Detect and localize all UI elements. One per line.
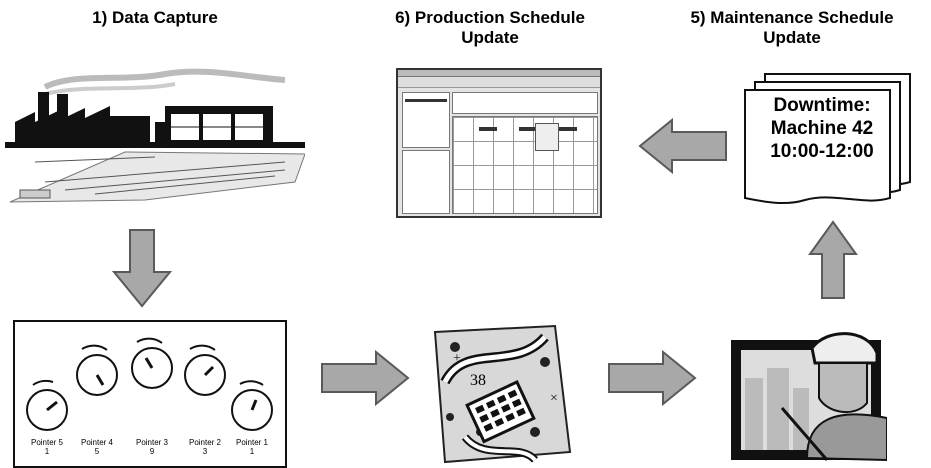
calculator-number: 38	[470, 372, 486, 389]
arrow-right-1	[320, 350, 410, 406]
svg-text:×: ×	[550, 391, 558, 406]
step1-title: 1) Data Capture	[92, 8, 218, 27]
factory-illustration	[5, 62, 305, 212]
step6-title: 6) Production Schedule Update	[355, 8, 625, 48]
downtime-document	[735, 72, 915, 212]
step6-title-line1: 6) Production Schedule	[395, 8, 585, 27]
document-line3: 10:00-12:00	[770, 141, 874, 162]
step6-title-line2: Update	[461, 28, 519, 47]
calculator-clipart: + × 38	[425, 322, 575, 467]
svg-text:+: +	[453, 351, 461, 366]
arrow-down	[112, 228, 172, 308]
document-text: Downtime: Machine 42 10:00-12:00	[752, 94, 892, 163]
engineer-clipart	[727, 318, 887, 463]
arrow-right-2	[607, 350, 697, 406]
dial-group	[26, 337, 273, 431]
document-line2: Machine 42	[770, 118, 874, 139]
step5-title: 5) Maintenance Schedule Update	[652, 8, 931, 48]
arrow-up	[808, 220, 858, 300]
step5-title-line1: 5) Maintenance Schedule	[690, 8, 894, 27]
step5-title-line2: Update	[763, 28, 821, 47]
schedule-screenshot	[396, 68, 602, 218]
arrow-left	[638, 118, 728, 174]
document-line1: Downtime:	[773, 95, 871, 116]
